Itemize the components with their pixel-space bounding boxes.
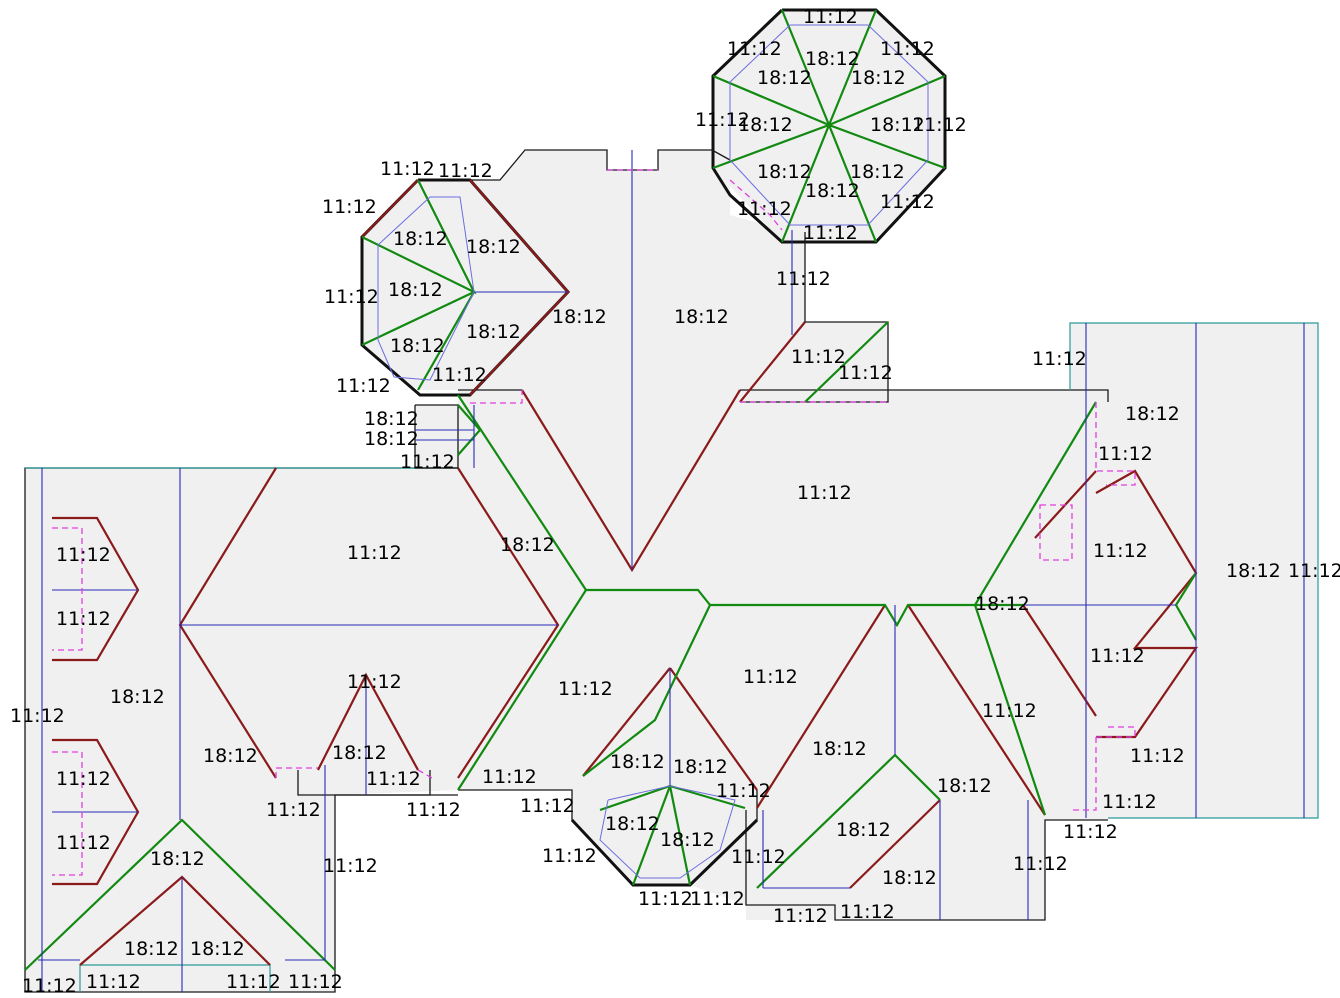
pitch-label: 11:12 — [912, 114, 967, 136]
pitch-label: 18:12 — [673, 756, 728, 778]
pitch-label: 11:12 — [542, 845, 597, 867]
pitch-label: 11:12 — [56, 832, 111, 854]
pitch-label: 11:12 — [840, 901, 895, 923]
pitch-label: 18:12 — [552, 306, 607, 328]
pitch-label: 11:12 — [773, 905, 828, 927]
pitch-label: 11:12 — [347, 542, 402, 564]
pitch-label: 11:12 — [86, 971, 141, 993]
pitch-label: 11:12 — [1013, 853, 1068, 875]
pitch-label: 11:12 — [482, 766, 537, 788]
pitch-label: 11:12 — [366, 768, 421, 790]
pitch-label: 18:12 — [605, 813, 660, 835]
pitch-label: 11:12 — [10, 705, 65, 727]
pitch-label: 18:12 — [466, 321, 521, 343]
pitch-label: 18:12 — [1125, 403, 1180, 425]
pitch-label: 11:12 — [336, 375, 391, 397]
pitch-label: 11:12 — [731, 846, 786, 868]
pitch-label: 11:12 — [347, 671, 402, 693]
pitch-label: 11:12 — [266, 799, 321, 821]
ridge-lines — [38, 150, 1305, 992]
pitch-label: 18:12 — [1226, 560, 1281, 582]
pitch-label: 18:12 — [660, 829, 715, 851]
pitch-label: 11:12 — [56, 768, 111, 790]
pitch-label: 11:12 — [727, 38, 782, 60]
pitch-label: 18:12 — [393, 228, 448, 250]
pitch-label: 18:12 — [882, 867, 937, 889]
pitch-label: 18:12 — [805, 48, 860, 70]
pitch-label: 18:12 — [390, 335, 445, 357]
pitch-label: 11:12 — [737, 198, 792, 220]
pitch-label: 18:12 — [851, 67, 906, 89]
pitch-label: 11:12 — [1090, 645, 1145, 667]
pitch-label: 18:12 — [610, 751, 665, 773]
pitch-label: 18:12 — [110, 686, 165, 708]
pitch-label: 11:12 — [776, 268, 831, 290]
pitch-label: 11:12 — [791, 346, 846, 368]
pitch-label: 11:12 — [324, 286, 379, 308]
valley-lines — [24, 9, 1197, 971]
pitch-label: 11:12 — [880, 191, 935, 213]
pitch-labels: 11:12 11:12 11:12 18:12 18:12 18:12 18:1… — [10, 6, 1340, 997]
pitch-label: 11:12 — [838, 362, 893, 384]
pitch-label: 11:12 — [695, 109, 750, 131]
pitch-label: 11:12 — [1063, 821, 1118, 843]
pitch-label: 11:12 — [1130, 745, 1185, 767]
pitch-label: 11:12 — [438, 160, 493, 182]
pitch-label: 18:12 — [757, 161, 812, 183]
pitch-label: 11:12 — [520, 795, 575, 817]
pitch-label: 18:12 — [836, 819, 891, 841]
pitch-label: 18:12 — [332, 742, 387, 764]
pitch-label: 11:12 — [380, 158, 435, 180]
pitch-label: 18:12 — [203, 745, 258, 767]
pitch-label: 11:12 — [743, 666, 798, 688]
pitch-label: 11:12 — [1098, 443, 1153, 465]
pitch-label: 18:12 — [937, 775, 992, 797]
pitch-label: 11:12 — [226, 971, 281, 993]
pitch-label: 11:12 — [322, 196, 377, 218]
pitch-label: 11:12 — [558, 678, 613, 700]
pitch-label: 11:12 — [1032, 348, 1087, 370]
pitch-label: 11:12 — [22, 975, 77, 997]
pitch-label: 11:12 — [432, 364, 487, 386]
pitch-label: 11:12 — [323, 855, 378, 877]
pitch-label: 11:12 — [690, 888, 745, 910]
pitch-label: 18:12 — [500, 534, 555, 556]
pitch-label: 18:12 — [850, 161, 905, 183]
pitch-label: 18:12 — [388, 279, 443, 301]
pitch-label: 11:12 — [797, 482, 852, 504]
pitch-label: 11:12 — [638, 888, 693, 910]
dashed-markers — [52, 169, 1136, 876]
pitch-label: 18:12 — [975, 593, 1030, 615]
pitch-label: 18:12 — [190, 938, 245, 960]
pitch-label: 11:12 — [406, 799, 461, 821]
pitch-label: 11:12 — [880, 38, 935, 60]
pitch-label: 18:12 — [364, 428, 419, 450]
pitch-label: 11:12 — [1102, 791, 1157, 813]
pitch-label: 18:12 — [805, 180, 860, 202]
pitch-label: 11:12 — [1093, 540, 1148, 562]
pitch-label: 11:12 — [56, 544, 111, 566]
pitch-label: 18:12 — [738, 114, 793, 136]
pitch-label: 18:12 — [150, 848, 205, 870]
pitch-label: 11:12 — [982, 700, 1037, 722]
pitch-label: 11:12 — [716, 780, 771, 802]
pitch-label: 18:12 — [674, 306, 729, 328]
pitch-label: 11:12 — [1288, 560, 1340, 582]
pitch-label: 11:12 — [56, 608, 111, 630]
pitch-label: 11:12 — [400, 451, 455, 473]
pitch-label: 18:12 — [364, 408, 419, 430]
pitch-label: 11:12 — [803, 6, 858, 28]
inner-offsets — [377, 24, 929, 879]
pitch-label: 18:12 — [870, 114, 925, 136]
pitch-label: 18:12 — [124, 938, 179, 960]
pitch-label: 18:12 — [812, 738, 867, 760]
pitch-label: 11:12 — [803, 222, 858, 244]
pitch-label: 11:12 — [288, 971, 343, 993]
pitch-label: 18:12 — [466, 236, 521, 258]
pitch-label: 18:12 — [757, 67, 812, 89]
